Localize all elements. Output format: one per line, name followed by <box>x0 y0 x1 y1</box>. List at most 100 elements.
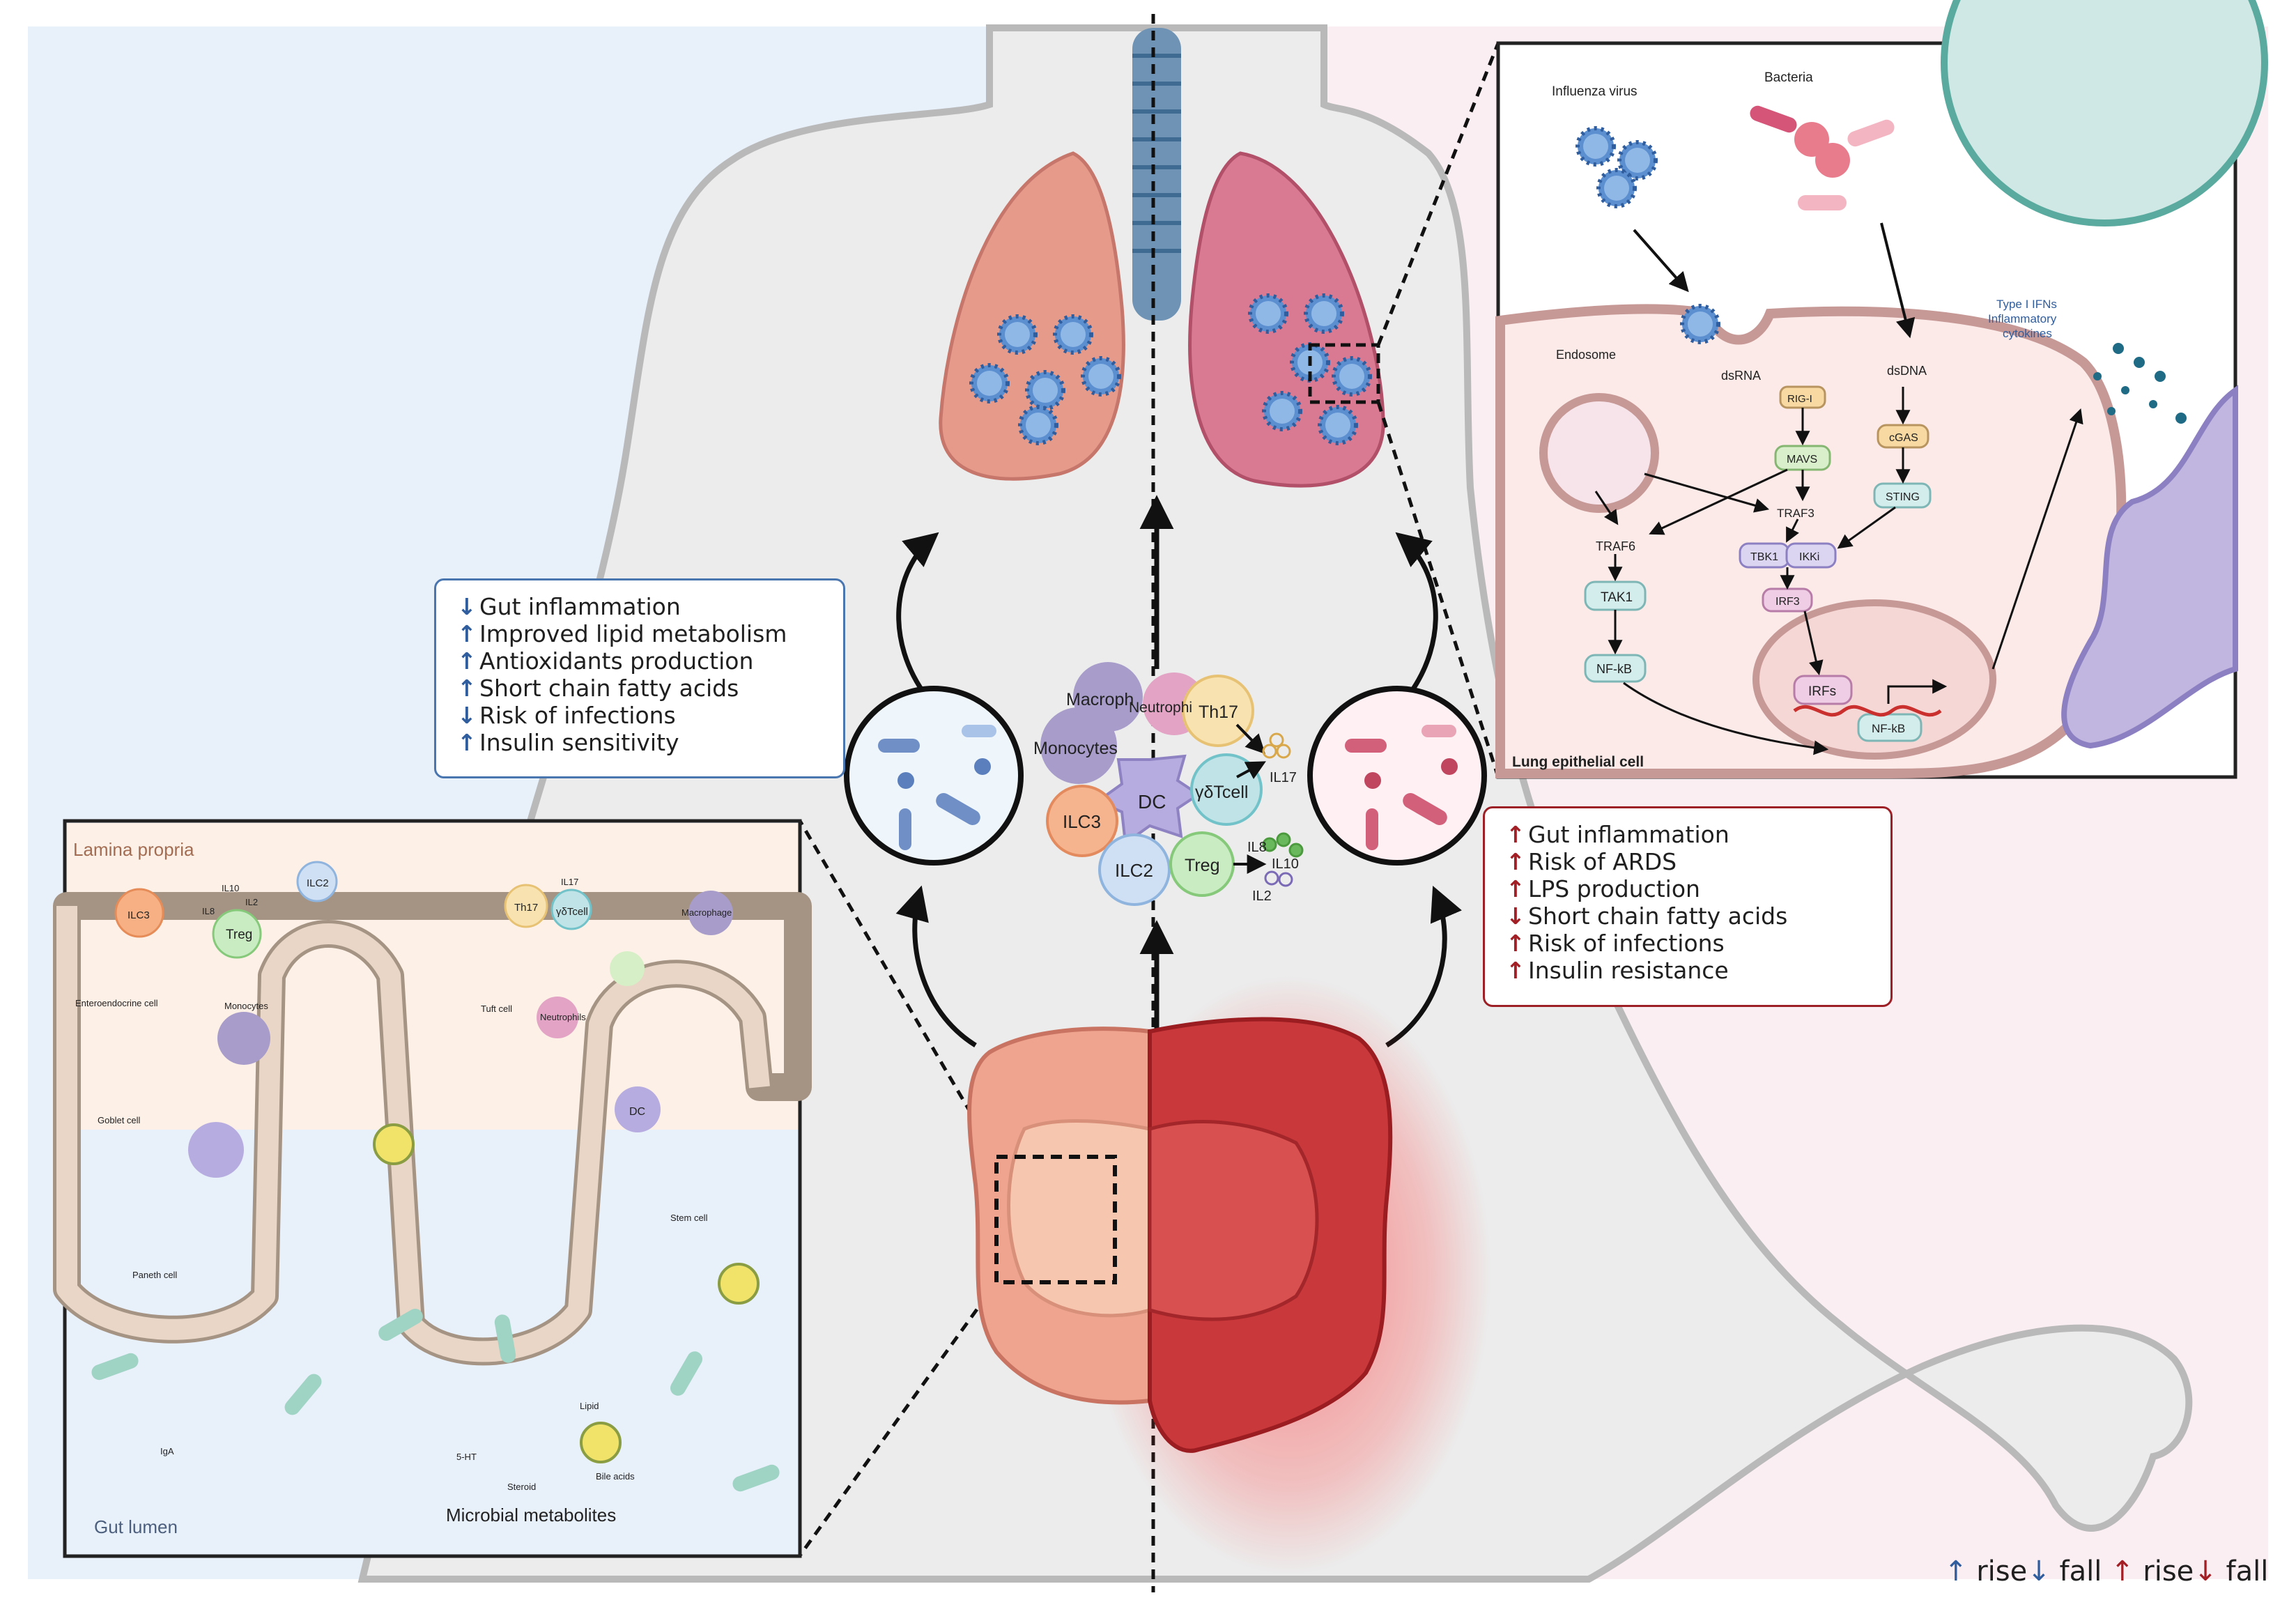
dc-label: DC <box>1138 791 1166 813</box>
th17-cell <box>1182 675 1254 747</box>
il17-label: IL17 <box>1270 770 1297 785</box>
disease-effect-row: ↓Short chain fatty acids <box>1506 902 1870 930</box>
healthy-effect-text: Antioxidants production <box>479 647 754 675</box>
legend-red-rise: rise <box>2143 1555 2194 1587</box>
irfs-node <box>1793 675 1853 705</box>
il2-label: IL2 <box>1252 889 1272 904</box>
il8-label: IL8 <box>1247 840 1267 855</box>
legend-blue-rise: rise <box>1976 1555 2028 1587</box>
tbk1-label: TBK1 <box>1750 551 1778 563</box>
irfs-label: IRFs <box>1808 684 1836 699</box>
rig-i-label: RIG-I <box>1787 393 1812 405</box>
legend: ↑ rise↓ fall ↑ rise↓ fall <box>1944 1555 2268 1587</box>
disease-effect-row: ↑Risk of infections <box>1506 930 1870 957</box>
legend-red-fall-arrow: ↓ <box>2194 1555 2217 1587</box>
disease-effect-arrow: ↑ <box>1506 957 1525 984</box>
healthy-effect-row: ↑Improved lipid metabolism <box>457 620 822 647</box>
gut-zoom-frame <box>994 1155 1117 1284</box>
microbial-metabolites-label: Microbial metabolites <box>446 1505 616 1525</box>
legend-blue-rise-arrow: ↑ <box>1944 1555 1968 1587</box>
tak1-label: TAK1 <box>1601 590 1633 605</box>
healthy-effect-text: Gut inflammation <box>479 593 681 620</box>
type1-ifns-label: Type I IFNs <box>1996 298 2057 311</box>
healthy-effects-box: ↓Gut inflammation↑Improved lipid metabol… <box>434 578 845 778</box>
ikki-label: IKKi <box>1799 551 1819 563</box>
dc-cell <box>1094 754 1201 846</box>
gut-iga-label: IgA <box>160 1446 174 1456</box>
healthy-effect-arrow: ↓ <box>457 702 477 729</box>
disease-effect-arrow: ↑ <box>1506 930 1525 957</box>
legend-red-rise-arrow: ↑ <box>2111 1555 2134 1587</box>
gut-ilc3-label: ILC3 <box>128 909 150 921</box>
lung-zoom-frame <box>1308 343 1380 404</box>
disease-effect-text: LPS production <box>1528 875 1700 902</box>
disease-effect-arrow: ↑ <box>1506 821 1525 848</box>
nfkb-dna-label: NF-kB <box>1872 722 1905 735</box>
monocyte-cell <box>1040 707 1117 784</box>
treg-label: Treg <box>1185 856 1219 875</box>
disease-effect-text: Risk of ARDS <box>1528 848 1677 875</box>
gut-il17-label: IL17 <box>561 877 578 887</box>
ilc2-cell <box>1098 833 1171 906</box>
monocytes-label: Monocytes <box>1033 739 1118 758</box>
nucleus <box>1752 599 1996 760</box>
immune-cell-cluster: Macroph Neutrophi Th17 Monocytes DC γδTc… <box>1033 662 1304 906</box>
healthy-effect-arrow: ↑ <box>457 675 477 702</box>
disease-effect-text: Gut inflammation <box>1528 821 1729 848</box>
gut-enteroendocrine-label: Enteroendocrine cell <box>75 998 158 1008</box>
disease-microbiome-circle <box>1307 686 1487 866</box>
gut-serotonin-label: 5-HT <box>456 1452 477 1462</box>
disease-effect-arrow: ↑ <box>1506 848 1525 875</box>
legend-blue-fall-arrow: ↓ <box>2027 1555 2051 1587</box>
healthy-effect-row: ↑Antioxidants production <box>457 647 822 675</box>
gut-bile-acids-label: Bile acids <box>596 1471 635 1482</box>
mavs-label: MAVS <box>1787 454 1817 466</box>
healthy-effect-arrow: ↑ <box>457 729 477 756</box>
disease-effects-box: ↑Gut inflammation↑Risk of ARDS↑LPS produ… <box>1483 806 1893 1007</box>
disease-effect-text: Insulin resistance <box>1528 957 1729 984</box>
nfkb-node <box>1584 654 1647 683</box>
lung-panel: Influenza virus Bacteria Type I IFNs Inf… <box>1495 0 2268 779</box>
arrow-disease-gut <box>1385 885 1462 1047</box>
healthy-effect-text: Insulin sensitivity <box>479 729 679 756</box>
gut-tuft-cell-label: Tuft cell <box>481 1004 512 1014</box>
disease-effect-text: Short chain fatty acids <box>1528 902 1788 930</box>
inflammatory-label: Inflammatory <box>1988 312 2057 325</box>
traf6-label: TRAF6 <box>1596 539 1635 553</box>
disease-effect-text: Risk of infections <box>1528 930 1725 957</box>
healthy-small-intestine <box>1007 1118 1152 1318</box>
disease-effect-arrow: ↑ <box>1506 875 1525 902</box>
ilc2-label: ILC2 <box>1115 860 1153 881</box>
legend-blue-fall: fall <box>2059 1555 2102 1587</box>
th17-label: Th17 <box>1199 702 1238 722</box>
bacteria-label: Bacteria <box>1764 70 1813 85</box>
gut-il8-label: IL8 <box>202 906 215 916</box>
healthy-effect-row: ↑Insulin sensitivity <box>457 729 822 756</box>
ikki-node <box>1785 542 1837 569</box>
gut-dc-label: DC <box>629 1106 645 1118</box>
ilc3-cell <box>1046 785 1118 857</box>
cytokines-label: cytokines <box>2003 327 2052 340</box>
dsdna-label: dsDNA <box>1887 364 1927 378</box>
cgas-label: cGAS <box>1889 432 1918 444</box>
disease-effect-row: ↑Risk of ARDS <box>1506 848 1870 875</box>
legend-red-fall: fall <box>2226 1555 2269 1587</box>
arrow-healthy-up <box>896 532 939 699</box>
lung-zoom-line-top <box>1376 43 1500 346</box>
gut-ilc2-label: ILC2 <box>307 877 329 889</box>
lung-epithelial-cell-label: Lung epithelial cell <box>1512 754 1644 770</box>
traf3-label: TRAF3 <box>1777 507 1815 520</box>
gut-il2-label: IL2 <box>245 897 258 907</box>
healthy-effect-row: ↓Gut inflammation <box>457 593 822 620</box>
healthy-effect-row: ↑Short chain fatty acids <box>457 675 822 702</box>
gut-th17-label: Th17 <box>514 902 538 914</box>
gut-macrophage-label: Macrophage <box>681 907 732 918</box>
gut-monocytes-label: Monocytes <box>224 1001 268 1011</box>
diseased-small-intestine <box>1148 1120 1319 1321</box>
gut-stem-cell-label: Stem cell <box>670 1213 708 1223</box>
gut-paneth-cell-label: Paneth cell <box>132 1270 177 1280</box>
sting-label: STING <box>1886 491 1920 503</box>
healthy-effect-row: ↓Risk of infections <box>457 702 822 729</box>
gut-lumen-label: Gut lumen <box>94 1516 178 1537</box>
dna-strand <box>1793 705 1942 717</box>
